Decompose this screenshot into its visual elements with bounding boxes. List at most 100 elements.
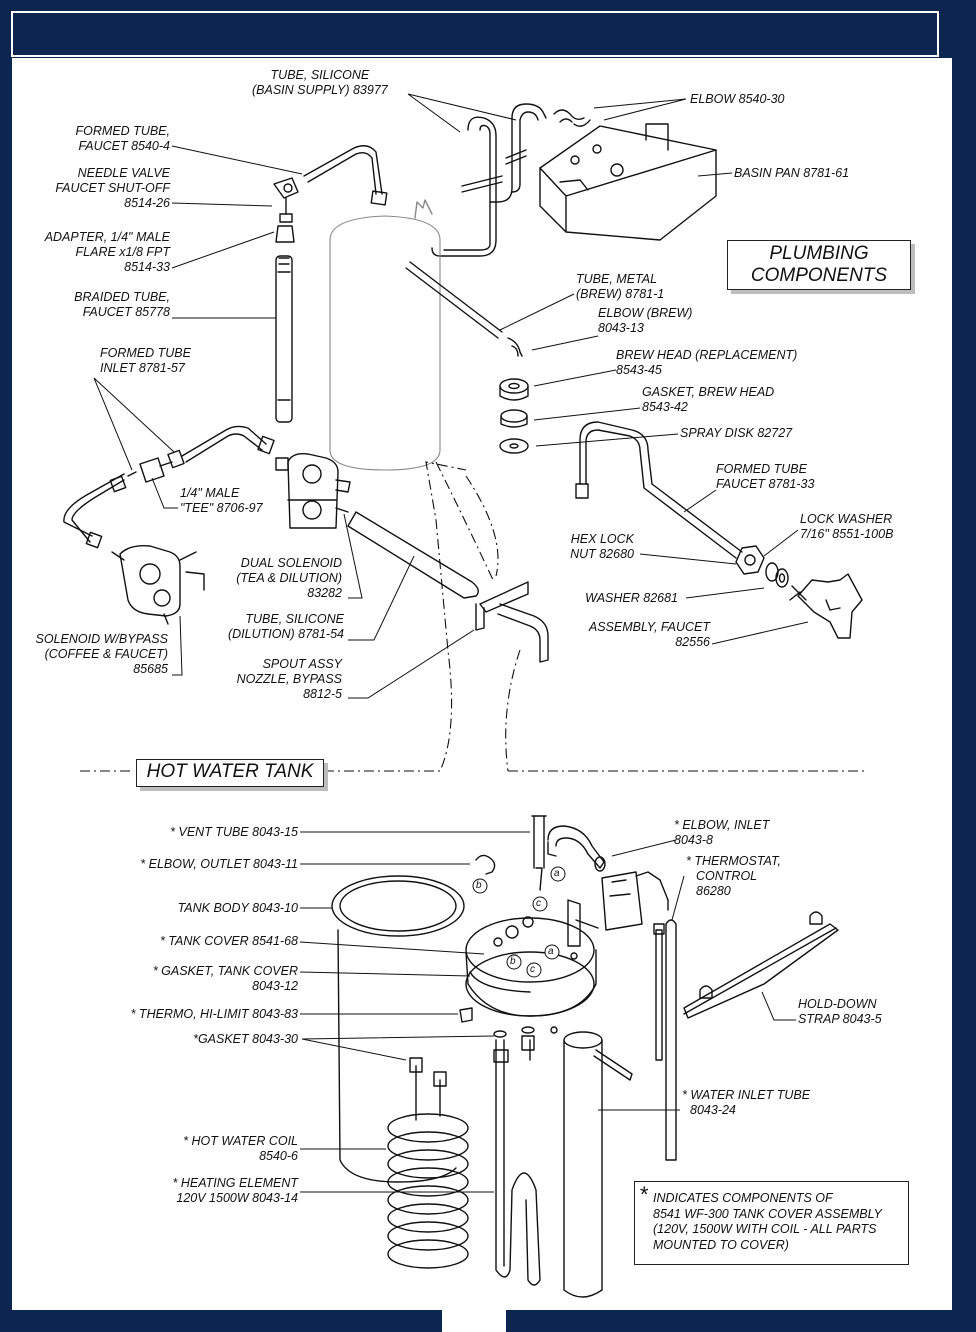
label-line: * HOT WATER COIL: [183, 1134, 298, 1148]
label-thermo-hi-limit: * THERMO, HI-LIMIT 8043-83: [80, 1007, 298, 1022]
label-line: * ELBOW, OUTLET 8043-11: [140, 857, 298, 871]
adapter: [275, 225, 295, 243]
label-elbow-inlet: * ELBOW, INLET 8043-8: [674, 818, 769, 848]
callout-a: a: [554, 868, 560, 879]
tube-silicone-dilution: [347, 511, 479, 599]
note-asterisk: *: [639, 1182, 648, 1207]
label-line: * THERMO, HI-LIMIT 8043-83: [130, 1007, 298, 1021]
label-line: 85685: [133, 662, 168, 676]
label-dual-solenoid: DUAL SOLENOID (TEA & DILUTION) 83282: [210, 556, 342, 601]
tube-metal-brew: [405, 261, 503, 339]
note-text: INDICATES COMPONENTS OF 8541 WF-300 TANK…: [653, 1191, 882, 1253]
label-thermostat: * THERMOSTAT, CONTROL 86280: [686, 854, 781, 899]
label-line: WASHER 82681: [585, 591, 678, 605]
label-line: 8043-12: [252, 979, 298, 993]
plumbing-title-line: PLUMBING: [769, 243, 869, 264]
label-line: 8812-5: [303, 687, 342, 701]
label-line: TUBE, SILICONE: [245, 612, 344, 626]
label-line: 8043-24: [690, 1103, 736, 1117]
label-formed-tube-inlet: FORMED TUBE INLET 8781-57: [100, 346, 191, 376]
label-line: * HEATING ELEMENT: [172, 1176, 298, 1190]
label-line: NUT 82680: [570, 547, 634, 561]
label-line: * TANK COVER 8541-68: [159, 934, 298, 948]
formed-tube-faucet-right: [579, 421, 743, 553]
callout-b: b: [476, 880, 482, 891]
label-hot-water-coil: * HOT WATER COIL 8540-6: [100, 1134, 298, 1164]
label-tank-body: TANK BODY 8043-10: [100, 901, 298, 916]
label-line: FAUCET 85778: [82, 305, 170, 319]
label-elbow-brew: ELBOW (BREW) 8043-13: [598, 306, 692, 336]
label-hold-down-strap: HOLD-DOWN STRAP 8043-5: [798, 997, 882, 1027]
label-line: 8043-13: [598, 321, 644, 335]
label-line: HEX LOCK: [570, 532, 634, 546]
faucet-assembly: [797, 573, 863, 639]
callout-c: c: [536, 898, 541, 909]
label-line: BASIN PAN 8781-61: [734, 166, 850, 180]
note-line: 8541 WF-300 TANK COVER ASSEMBLY: [653, 1206, 882, 1221]
label-lock-washer: LOCK WASHER 7/16" 8551-100B: [800, 512, 893, 542]
hot-water-coil: [387, 1057, 469, 1269]
label-line: *GASKET 8043-30: [193, 1032, 298, 1046]
label-line: 83282: [307, 586, 342, 600]
label-line: * GASKET, TANK COVER: [152, 964, 298, 978]
label-brew-head: BREW HEAD (REPLACEMENT) 8543-45: [616, 348, 797, 378]
label-line: 8514-26: [124, 196, 170, 210]
label-needle-valve: NEEDLE VALVE FAUCET SHUT-OFF 8514-26: [30, 166, 170, 211]
label-line: GASKET, BREW HEAD: [642, 385, 775, 399]
label-spout-assy: SPOUT ASSY NOZZLE, BYPASS 8812-5: [210, 657, 342, 702]
callout-a: a: [548, 946, 554, 957]
label-line: INLET 8781-57: [100, 361, 185, 375]
plumbing-components-title: PLUMBING COMPONENTS: [727, 240, 911, 290]
label-adapter: ADAPTER, 1/4" MALE FLARE x1/8 FPT 8514-3…: [20, 230, 170, 275]
braided-tube: [275, 255, 293, 423]
formed-tube-inlet: [181, 425, 267, 457]
label-line: ELBOW (BREW): [598, 306, 693, 320]
label-line: * THERMOSTAT,: [686, 854, 781, 868]
label-line: "TEE" 8706-97: [180, 501, 263, 515]
label-line: LOCK WASHER: [800, 512, 893, 526]
label-line: HOLD-DOWN: [798, 997, 877, 1011]
label-tube-silicone-dilution: TUBE, SILICONE (DILUTION) 8781-54: [200, 612, 344, 642]
thermostat: [601, 871, 643, 931]
label-line: 7/16" 8551-100B: [800, 527, 894, 541]
label-spray-disk: SPRAY DISK 82727: [680, 426, 792, 441]
label-line: STRAP 8043-5: [798, 1012, 882, 1026]
label-line: TUBE, METAL: [576, 272, 658, 286]
label-line: FORMED TUBE: [100, 346, 191, 360]
needle-valve: [273, 177, 299, 199]
washer: [775, 568, 789, 588]
tube-silicone-basin: [431, 116, 497, 257]
basin-pan: [539, 125, 717, 241]
label-line: SPRAY DISK 82727: [680, 426, 793, 440]
label-line: SOLENOID W/BYPASS: [35, 632, 168, 646]
label-line: 8043-8: [674, 833, 713, 847]
label-line: ELBOW 8540-30: [690, 92, 785, 106]
label-solenoid-bypass: SOLENOID W/BYPASS (COFFEE & FAUCET) 8568…: [20, 632, 168, 677]
male-tee: [139, 457, 165, 483]
water-inlet-tube: [665, 919, 677, 1161]
label-line: SPOUT ASSY: [262, 657, 342, 671]
label-formed-tube-faucet-top: FORMED TUBE, FAUCET 8540-4: [46, 124, 170, 154]
label-line: BREW HEAD (REPLACEMENT): [616, 348, 798, 362]
label-gasket-brew-head: GASKET, BREW HEAD 8543-42: [642, 385, 774, 415]
label-line: * VENT TUBE 8043-15: [170, 825, 298, 839]
label-line: * ELBOW, INLET: [674, 818, 770, 832]
label-tube-silicone-basin: TUBE, SILICONE (BASIN SUPPLY) 83977: [252, 68, 388, 98]
label-line: TANK BODY 8043-10: [177, 901, 298, 915]
label-line: 8540-6: [259, 1149, 298, 1163]
label-line: 82556: [675, 635, 710, 649]
label-line: (BASIN SUPPLY) 83977: [252, 83, 388, 97]
elbow-brew: [507, 337, 523, 357]
label-heating-element: * HEATING ELEMENT 120V 1500W 8043-14: [100, 1176, 298, 1206]
hot-water-tank-title: HOT WATER TANK: [136, 759, 324, 787]
label-line: FORMED TUBE,: [75, 124, 170, 138]
note-line: (120V, 1500W WITH COIL - ALL PARTS: [653, 1222, 877, 1236]
dual-solenoid: [287, 452, 339, 529]
callout-c: c: [530, 964, 535, 975]
label-hex-lock-nut: HEX LOCK NUT 82680: [540, 532, 634, 562]
label-line: 8514-33: [124, 260, 170, 274]
label-basin-pan: BASIN PAN 8781-61: [734, 166, 849, 181]
vent-tube: [531, 815, 547, 869]
label-line: 120V 1500W 8043-14: [176, 1191, 298, 1205]
spray-disk: [499, 438, 529, 454]
